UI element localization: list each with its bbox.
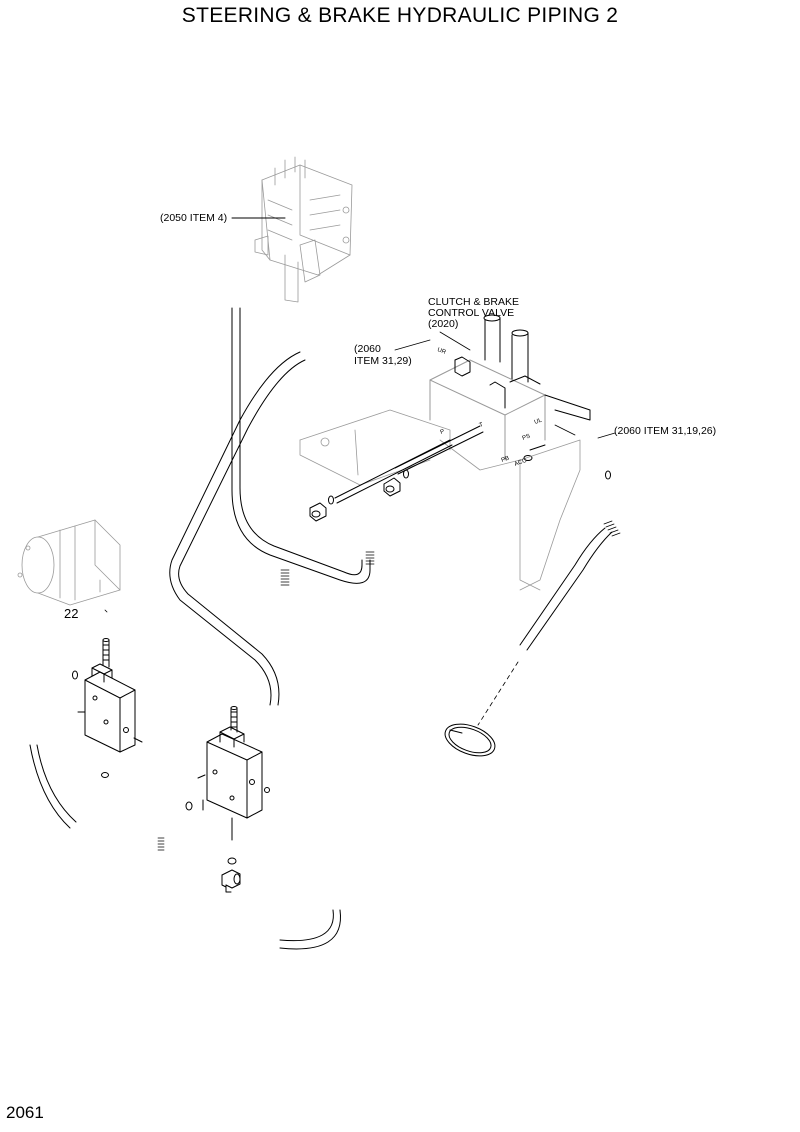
- o-ring-1: [72, 670, 78, 680]
- control-valve-2020: [429, 314, 591, 461]
- o-ring-6: [403, 469, 409, 479]
- fitting-2: [383, 477, 401, 497]
- elbow-fitting: [221, 869, 241, 893]
- port-ur: UR: [436, 347, 447, 356]
- valve-block-1: [77, 638, 143, 753]
- leader-2060a: [394, 339, 431, 351]
- valve-label-line2: CONTROL VALVE: [428, 307, 515, 319]
- pipe-spring-guard-3: [603, 520, 621, 537]
- valve-block-2: [197, 706, 270, 841]
- steering-unit-ghost: [254, 156, 353, 303]
- ref-label-2060b: (2060 ITEM 31,19,26): [614, 425, 717, 437]
- o-ring-4: [227, 857, 237, 865]
- item-callout-22: 22: [64, 606, 79, 621]
- pipe-main-left: [231, 307, 371, 584]
- pipe-right-diagonal: [519, 527, 613, 651]
- leader-valve: [439, 331, 471, 351]
- o-ring-3: [185, 801, 193, 811]
- fitting-1: [309, 502, 327, 522]
- pipe-spring-guard-2: [280, 569, 290, 586]
- port-t: T: [479, 422, 485, 429]
- leader-2060b: [597, 432, 616, 439]
- pipe-bottom: [279, 909, 341, 950]
- port-ps: PS: [522, 433, 532, 441]
- pipe-left-arc: [29, 744, 77, 829]
- page-number: 2061: [6, 1103, 44, 1122]
- valve-label-line1: CLUTCH & BRAKE: [428, 296, 520, 308]
- o-ring-2: [101, 772, 109, 778]
- pipe-s-curve: [169, 351, 306, 706]
- ring-washer: [444, 723, 496, 757]
- o-ring-7: [605, 470, 611, 480]
- ref-label-2060a-line1: (2060: [354, 343, 381, 355]
- port-p: P: [440, 429, 446, 436]
- dashed-centerline: [477, 661, 519, 726]
- port-ul: UL: [534, 417, 544, 425]
- ref-label-2050: (2050 ITEM 4): [160, 212, 228, 224]
- page-title: STEERING & BRAKE HYDRAULIC PIPING 2: [181, 4, 619, 27]
- pump-ghost: [17, 519, 121, 606]
- pipe-straight-to-valve: [334, 425, 484, 504]
- spring-small: [157, 837, 165, 851]
- port-pb: PB: [501, 455, 511, 463]
- mounting-plate-ghost: [299, 409, 581, 591]
- pipe-spring-guard-1: [365, 551, 375, 565]
- o-ring-5: [328, 495, 334, 505]
- ref-label-2060a-line2: ITEM 31,29): [354, 355, 412, 367]
- port-acc: ACC: [514, 458, 529, 468]
- valve-label-line3: (2020): [428, 318, 459, 330]
